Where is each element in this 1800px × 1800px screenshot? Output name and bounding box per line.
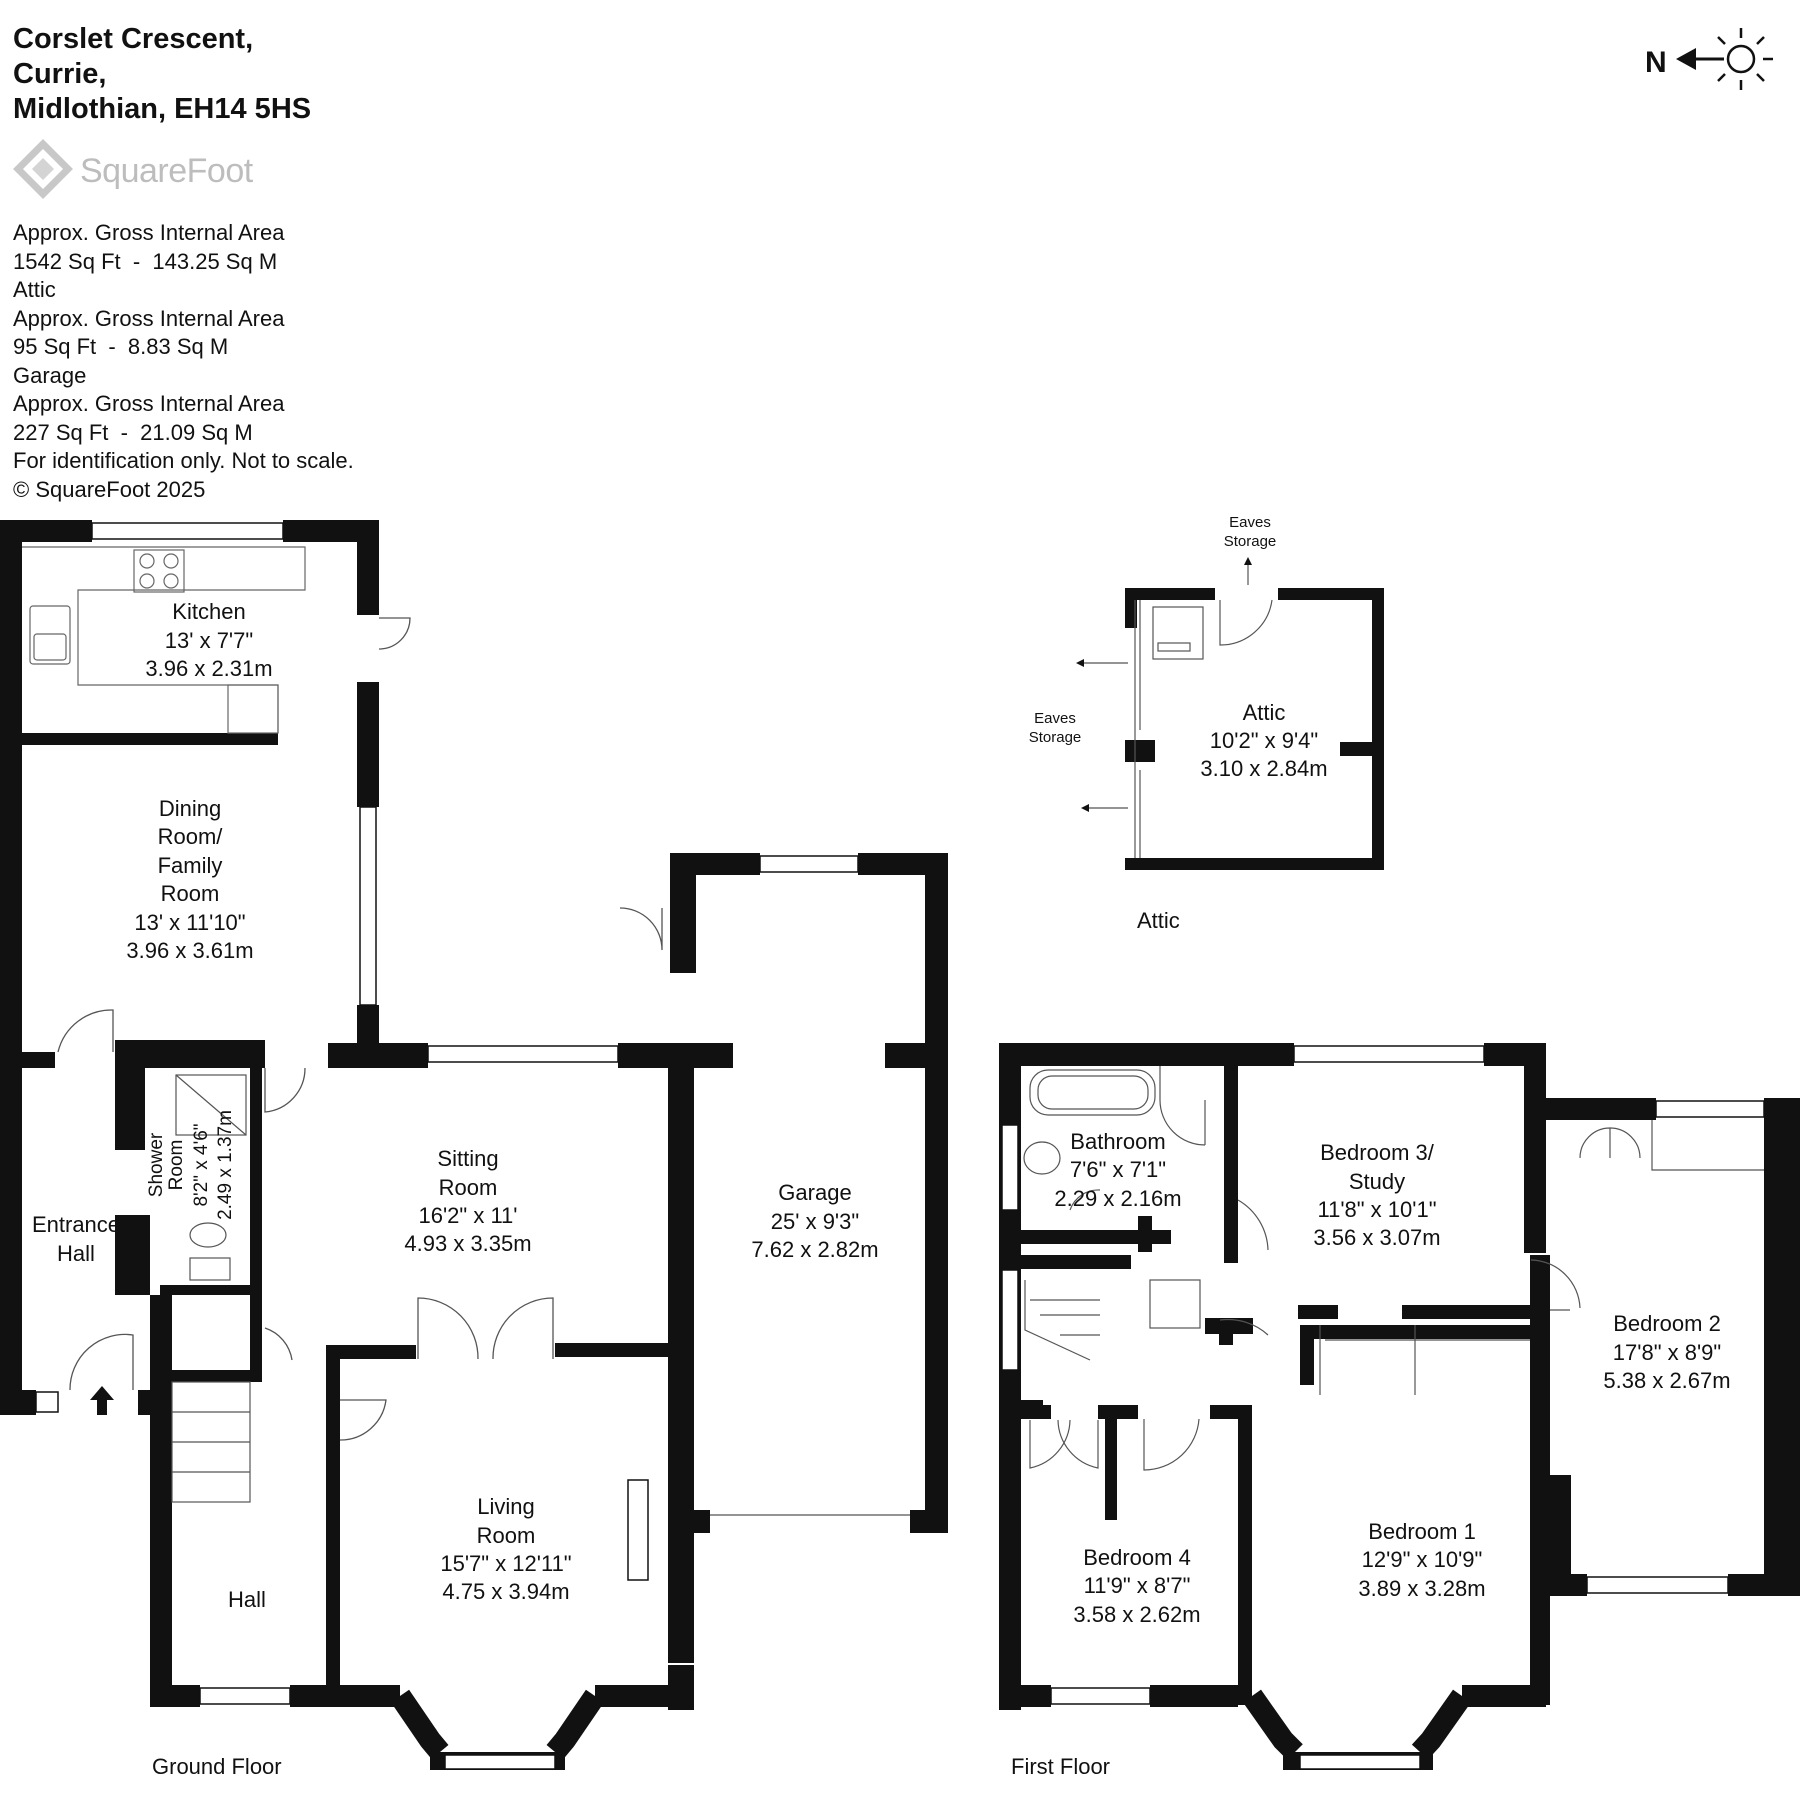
shower-name-1: Shower: [146, 1132, 167, 1197]
logo-text: SquareFoot: [80, 152, 253, 190]
address-line-3: Midlothian, EH14 5HS: [13, 93, 312, 125]
copyright: © SquareFoot 2025: [13, 476, 206, 502]
compass-north-letter: N: [1645, 46, 1667, 79]
bedroom4-metric: 3.58 x 2.62m: [1073, 1602, 1200, 1627]
first-fittings: [1023, 1066, 1764, 1471]
dining-name-1: Dining: [159, 796, 221, 821]
sitting-name: Sitting: [437, 1146, 498, 1171]
bathroom-metric: 2.29 x 2.16m: [1054, 1186, 1181, 1211]
bathroom-imperial: 7'6" x 7'1": [1070, 1157, 1166, 1182]
sun-icon: [1717, 28, 1773, 90]
dining-name-3: Family: [158, 853, 223, 878]
garage-metric: 7.62 x 2.82m: [751, 1237, 878, 1262]
address-line-2: Currie,: [13, 58, 107, 90]
living-name: Living: [477, 1494, 534, 1519]
dining-name-4: Room: [161, 881, 220, 906]
kitchen-name: Kitchen: [172, 599, 245, 624]
garage-imperial: 25' x 9'3": [771, 1209, 859, 1234]
living-bay-walls: [390, 1689, 605, 1760]
shower-fittings: [175, 1074, 247, 1281]
attic-metric: 3.10 x 2.84m: [1200, 756, 1327, 781]
bedroom4-imperial: 11'9" x 8'7": [1084, 1573, 1191, 1598]
garage-area-value: 227 Sq Ft - 21.09 Sq M: [13, 419, 253, 445]
attic-name: Attic: [1243, 700, 1286, 725]
hall-name: Hall: [228, 1587, 266, 1612]
room-labels: Kitchen 13' x 7'7" 3.96 x 2.31m Dining R…: [32, 514, 1731, 1627]
shower-metric: 2.49 x 1.37m: [215, 1110, 236, 1220]
main-area-label: Approx. Gross Internal Area: [13, 220, 285, 245]
property-address: Corslet Crescent, Currie, Midlothian, EH…: [13, 22, 311, 127]
bedroom2-imperial: 17'8" x 8'9": [1613, 1340, 1721, 1365]
bedroom1-bay: [1243, 1689, 1471, 1760]
bedroom1-imperial: 12'9" x 10'9": [1362, 1547, 1483, 1572]
bedroom2-metric: 5.38 x 2.67m: [1603, 1368, 1730, 1393]
attic-area-title: Attic: [13, 277, 56, 302]
eaves-left-line-2: Storage: [1029, 729, 1082, 746]
main-area-value: 1542 Sq Ft - 143.25 Sq M: [13, 248, 278, 274]
disclaimer: For identification only. Not to scale.: [13, 448, 354, 473]
shower-name-2: Room: [166, 1140, 187, 1191]
living-name-2: Room: [477, 1523, 536, 1548]
kitchen-fittings: [22, 546, 306, 734]
garage-area-label: Approx. Gross Internal Area: [13, 391, 285, 416]
ground-doors: [57, 617, 663, 1441]
bedroom1-name: Bedroom 1: [1368, 1519, 1476, 1544]
entrance-hall-name-2: Hall: [57, 1241, 95, 1266]
living-imperial: 15'7" x 12'11": [440, 1551, 571, 1576]
entrance-arrow-icon: [90, 1386, 114, 1415]
attic-imperial: 10'2" x 9'4": [1210, 728, 1318, 753]
eaves-top-line-1: Eaves: [1229, 514, 1271, 531]
bathroom-name: Bathroom: [1070, 1129, 1165, 1154]
address-line-1: Corslet Crescent,: [13, 23, 254, 55]
garage-name: Garage: [778, 1180, 851, 1205]
bedroom1-metric: 3.89 x 3.28m: [1358, 1576, 1485, 1601]
bedroom4-name: Bedroom 4: [1083, 1545, 1191, 1570]
shower-imperial: 8'2" x 4'6": [191, 1123, 212, 1206]
kitchen-imperial: 13' x 7'7": [165, 628, 253, 653]
bedroom2-name: Bedroom 2: [1613, 1311, 1721, 1336]
bedroom3-imperial: 11'8" x 10'1": [1317, 1197, 1436, 1222]
garage-area-title: Garage: [13, 362, 87, 388]
first-windows: [1001, 1045, 1765, 1770]
kitchen-metric: 3.96 x 2.31m: [145, 656, 272, 681]
eaves-top-line-2: Storage: [1224, 533, 1277, 550]
living-metric: 4.75 x 3.94m: [442, 1579, 569, 1604]
attic-floor-label: Attic: [1137, 908, 1180, 933]
floor-labels: Ground Floor First Floor Attic: [152, 908, 1180, 1779]
area-summary: Approx. Gross Internal Area 1542 Sq Ft -…: [13, 219, 354, 504]
ground-floor-walls: [0, 520, 948, 1710]
attic-area-value: 95 Sq Ft - 8.83 Sq M: [13, 334, 229, 359]
bedroom3-name-2: Study: [1349, 1169, 1405, 1194]
eaves-left-line-1: Eaves: [1034, 710, 1076, 727]
sitting-name-2: Room: [439, 1175, 498, 1200]
sitting-metric: 4.93 x 3.35m: [404, 1231, 531, 1256]
bedroom3-name: Bedroom 3/: [1320, 1140, 1435, 1165]
attic-area-label: Approx. Gross Internal Area: [13, 305, 285, 331]
dining-metric: 3.96 x 3.61m: [126, 938, 253, 963]
ground-floor-label: Ground Floor: [152, 1754, 282, 1779]
entrance-hall-name-1: Entrance: [32, 1212, 120, 1237]
bedroom3-metric: 3.56 x 3.07m: [1313, 1225, 1440, 1250]
dining-name-2: Room/: [158, 824, 224, 849]
first-floor-label: First Floor: [1011, 1754, 1110, 1779]
first-floor-walls: [999, 1043, 1800, 1710]
attic-walls: [1125, 588, 1384, 870]
squarefoot-logo-icon: [13, 139, 73, 199]
attic-fittings: [1080, 563, 1273, 858]
attic-arrows: [1076, 557, 1252, 812]
stairs: [171, 1381, 251, 1503]
squarefoot-logo: SquareFoot: [12, 138, 272, 208]
sitting-imperial: 16'2" x 11': [419, 1203, 518, 1228]
ground-windows: [35, 522, 859, 1770]
compass: N: [1645, 28, 1773, 90]
north-arrow-icon: [1676, 48, 1724, 70]
shower-label-group: Shower Room: [146, 1132, 187, 1197]
dining-imperial: 13' x 11'10": [134, 910, 245, 935]
shower-size-group: 8'2" x 4'6" 2.49 x 1.37m: [191, 1110, 236, 1220]
